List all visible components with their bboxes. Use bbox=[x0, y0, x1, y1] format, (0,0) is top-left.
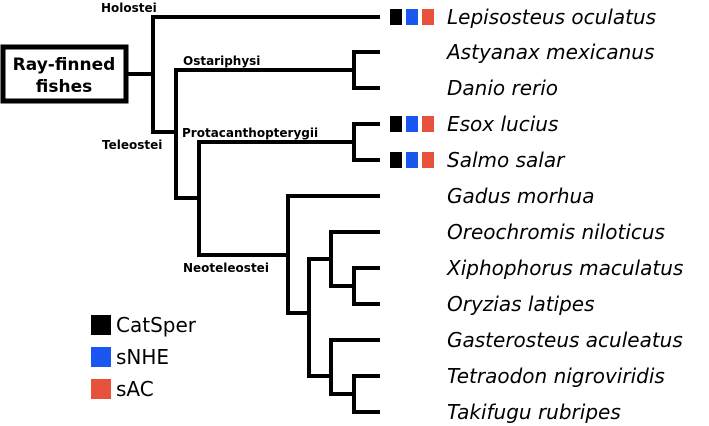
species-label: Tetraodon nigroviridis bbox=[447, 364, 665, 388]
species-label: Lepisosteus oculatus bbox=[447, 5, 656, 29]
species-label: Xiphophorus maculatus bbox=[446, 256, 683, 280]
clade-label-teleostei: Teleostei bbox=[102, 138, 162, 152]
species-label: Danio rerio bbox=[447, 76, 558, 100]
legend: CatSper sNHE sAC bbox=[91, 313, 197, 401]
legend-swatch-catsper bbox=[91, 315, 111, 335]
species-label: Oreochromis niloticus bbox=[447, 220, 665, 244]
species-label: Takifugu rubripes bbox=[447, 400, 621, 424]
snhe-marker bbox=[406, 116, 418, 132]
gene-markers bbox=[390, 9, 434, 168]
clade-label-holostei: Holostei bbox=[101, 1, 157, 15]
species-label: Gasterosteus aculeatus bbox=[447, 328, 683, 352]
sac-marker bbox=[422, 9, 434, 25]
sac-marker bbox=[422, 152, 434, 168]
species-label: Salmo salar bbox=[447, 148, 566, 172]
tree-branches bbox=[124, 15, 380, 414]
species-label: Oryzias latipes bbox=[447, 292, 595, 316]
species-labels: Lepisosteus oculatus Astyanax mexicanus … bbox=[445, 5, 683, 424]
species-label: Esox lucius bbox=[447, 112, 558, 136]
legend-label-sac: sAC bbox=[116, 377, 154, 401]
legend-label-catsper: CatSper bbox=[116, 313, 197, 337]
legend-swatch-snhe bbox=[91, 347, 111, 367]
clade-label-ostariphysi: Ostariphysi bbox=[183, 54, 260, 68]
snhe-marker bbox=[406, 9, 418, 25]
catsper-marker bbox=[390, 116, 402, 132]
root-label-line1: Ray-finned bbox=[13, 55, 116, 75]
legend-swatch-sac bbox=[91, 379, 111, 399]
sac-marker bbox=[422, 116, 434, 132]
root-box bbox=[0, 44, 129, 104]
clade-label-protacanthopterygii: Protacanthopterygii bbox=[182, 126, 318, 140]
catsper-marker bbox=[390, 9, 402, 25]
clade-label-neoteleostei: Neoteleostei bbox=[183, 261, 269, 275]
catsper-marker bbox=[390, 152, 402, 168]
snhe-marker bbox=[406, 152, 418, 168]
species-label: Astyanax mexicanus bbox=[445, 40, 654, 64]
species-label: Gadus morhua bbox=[447, 184, 594, 208]
legend-label-snhe: sNHE bbox=[116, 345, 169, 369]
root-label-line2: fishes bbox=[36, 77, 92, 97]
